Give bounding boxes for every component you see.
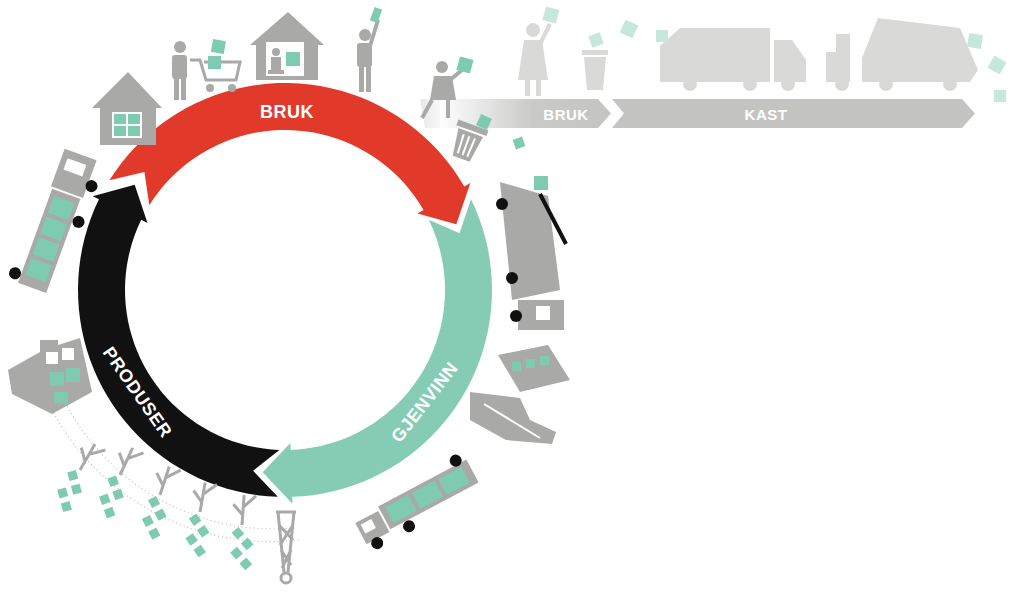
band-label-box: KAST [741,104,792,125]
branch-icon [229,494,257,570]
cycle-bands [78,83,492,504]
branch-icon [92,444,144,522]
branch-icon [137,463,182,541]
chevron-band [612,99,975,128]
band-label: KAST [745,106,788,123]
band-label: BRUK [543,106,588,123]
cycle-band [78,185,279,497]
branch-icon [182,481,218,559]
branch-icon [49,439,106,515]
cycle-band [109,83,470,224]
band-label: BRUK [260,102,314,123]
band-label-box: BRUK [256,100,318,125]
icons [7,6,1007,583]
cycle-band [263,199,492,504]
band-label-box: BRUK [539,104,592,125]
